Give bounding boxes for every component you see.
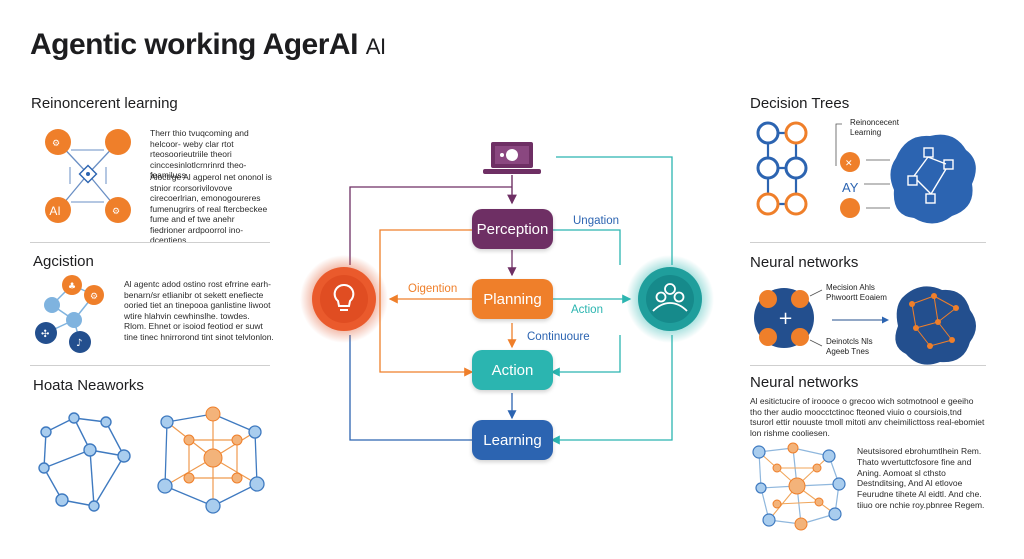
team-icon: [626, 255, 714, 343]
reinforcement-learning-title: Reinoncerent learning: [31, 95, 178, 112]
decision-ai-diagram: ✕: [835, 123, 976, 224]
agcistion-network-icon: ♣ ⚙ ✣ ♪: [35, 275, 104, 353]
svg-text:⚙: ⚙: [112, 207, 120, 217]
neural-networks-description-2: Neutsisored ebrohumtlhein Rem. Thato wve…: [857, 446, 985, 510]
network-graph-orange-icon: [157, 406, 265, 514]
decision-callout: Reinoncecent Learning: [850, 118, 899, 137]
right-divider-2: [750, 365, 986, 366]
page-title-suffix: AI: [365, 34, 386, 59]
rl-node-label-ai-top: AI: [77, 134, 89, 148]
action-flow-label: Action: [571, 304, 603, 316]
svg-text:⚙: ⚙: [52, 139, 60, 149]
right-divider-1: [750, 242, 986, 243]
page-title-text: Agentic working AgerAI: [30, 28, 358, 61]
neural-callout-bottom: Deinotcls Nls Ageeb Tnes: [826, 337, 873, 356]
agcistion-title: Agcistion: [33, 253, 94, 270]
perception-node: Perception: [472, 209, 553, 249]
agcistion-description: Al agentc adod ostino rost efrrine earh-…: [124, 279, 274, 342]
rl-description-1: Therr thio tvuqcoming and helcoor- weby …: [150, 128, 249, 180]
neural-networks-description: Al esitictucire of iroooce o grecoo wich…: [750, 396, 985, 438]
svg-text:♪: ♪: [76, 338, 82, 349]
rl-node-label-ai-bottom: AI: [49, 204, 61, 218]
action-node: Action: [472, 350, 553, 390]
neural-networks-title-1: Neural networks: [750, 254, 859, 271]
svg-text:+: +: [778, 308, 793, 329]
neural-graph-icon: [752, 442, 846, 531]
hoata-neaworks-title: Hoata Neaworks: [33, 377, 144, 394]
flow-connectors: [349, 156, 673, 445]
planning-node: Planning: [472, 279, 553, 319]
svg-text:✕: ✕: [845, 159, 853, 169]
network-graph-blue-icon: [38, 412, 131, 512]
neural-network-diagram: +: [754, 286, 976, 365]
left-divider-2: [30, 365, 270, 366]
svg-text:♣: ♣: [68, 282, 76, 292]
oigention-label: Oigention: [408, 283, 458, 295]
lightbulb-icon: [300, 255, 388, 343]
decision-ay-label: AY: [842, 180, 859, 195]
svg-text:✣: ✣: [41, 329, 49, 340]
rl-description-2: Aloctrge Al agperol net ononol is stnior…: [150, 172, 272, 245]
page-title: Agentic working AgerAI AI: [30, 28, 386, 62]
upgation-label: Ungation: [573, 215, 620, 227]
decision-tree-icon: [756, 121, 808, 216]
left-divider-1: [30, 242, 270, 243]
svg-text:⚙: ⚙: [90, 292, 98, 302]
neural-callout-top: Mecision Ahls Phwoortt Eoaiem: [826, 283, 887, 302]
decision-trees-title: Decision Trees: [750, 95, 850, 112]
laptop-icon: [483, 142, 541, 174]
neural-networks-title-2: Neural networks: [750, 374, 859, 391]
continuoure-label: Continuoure: [527, 331, 590, 343]
reinforcement-graph-icon: ⚙ ⚙: [45, 129, 131, 223]
learning-node: Learning: [472, 420, 553, 460]
